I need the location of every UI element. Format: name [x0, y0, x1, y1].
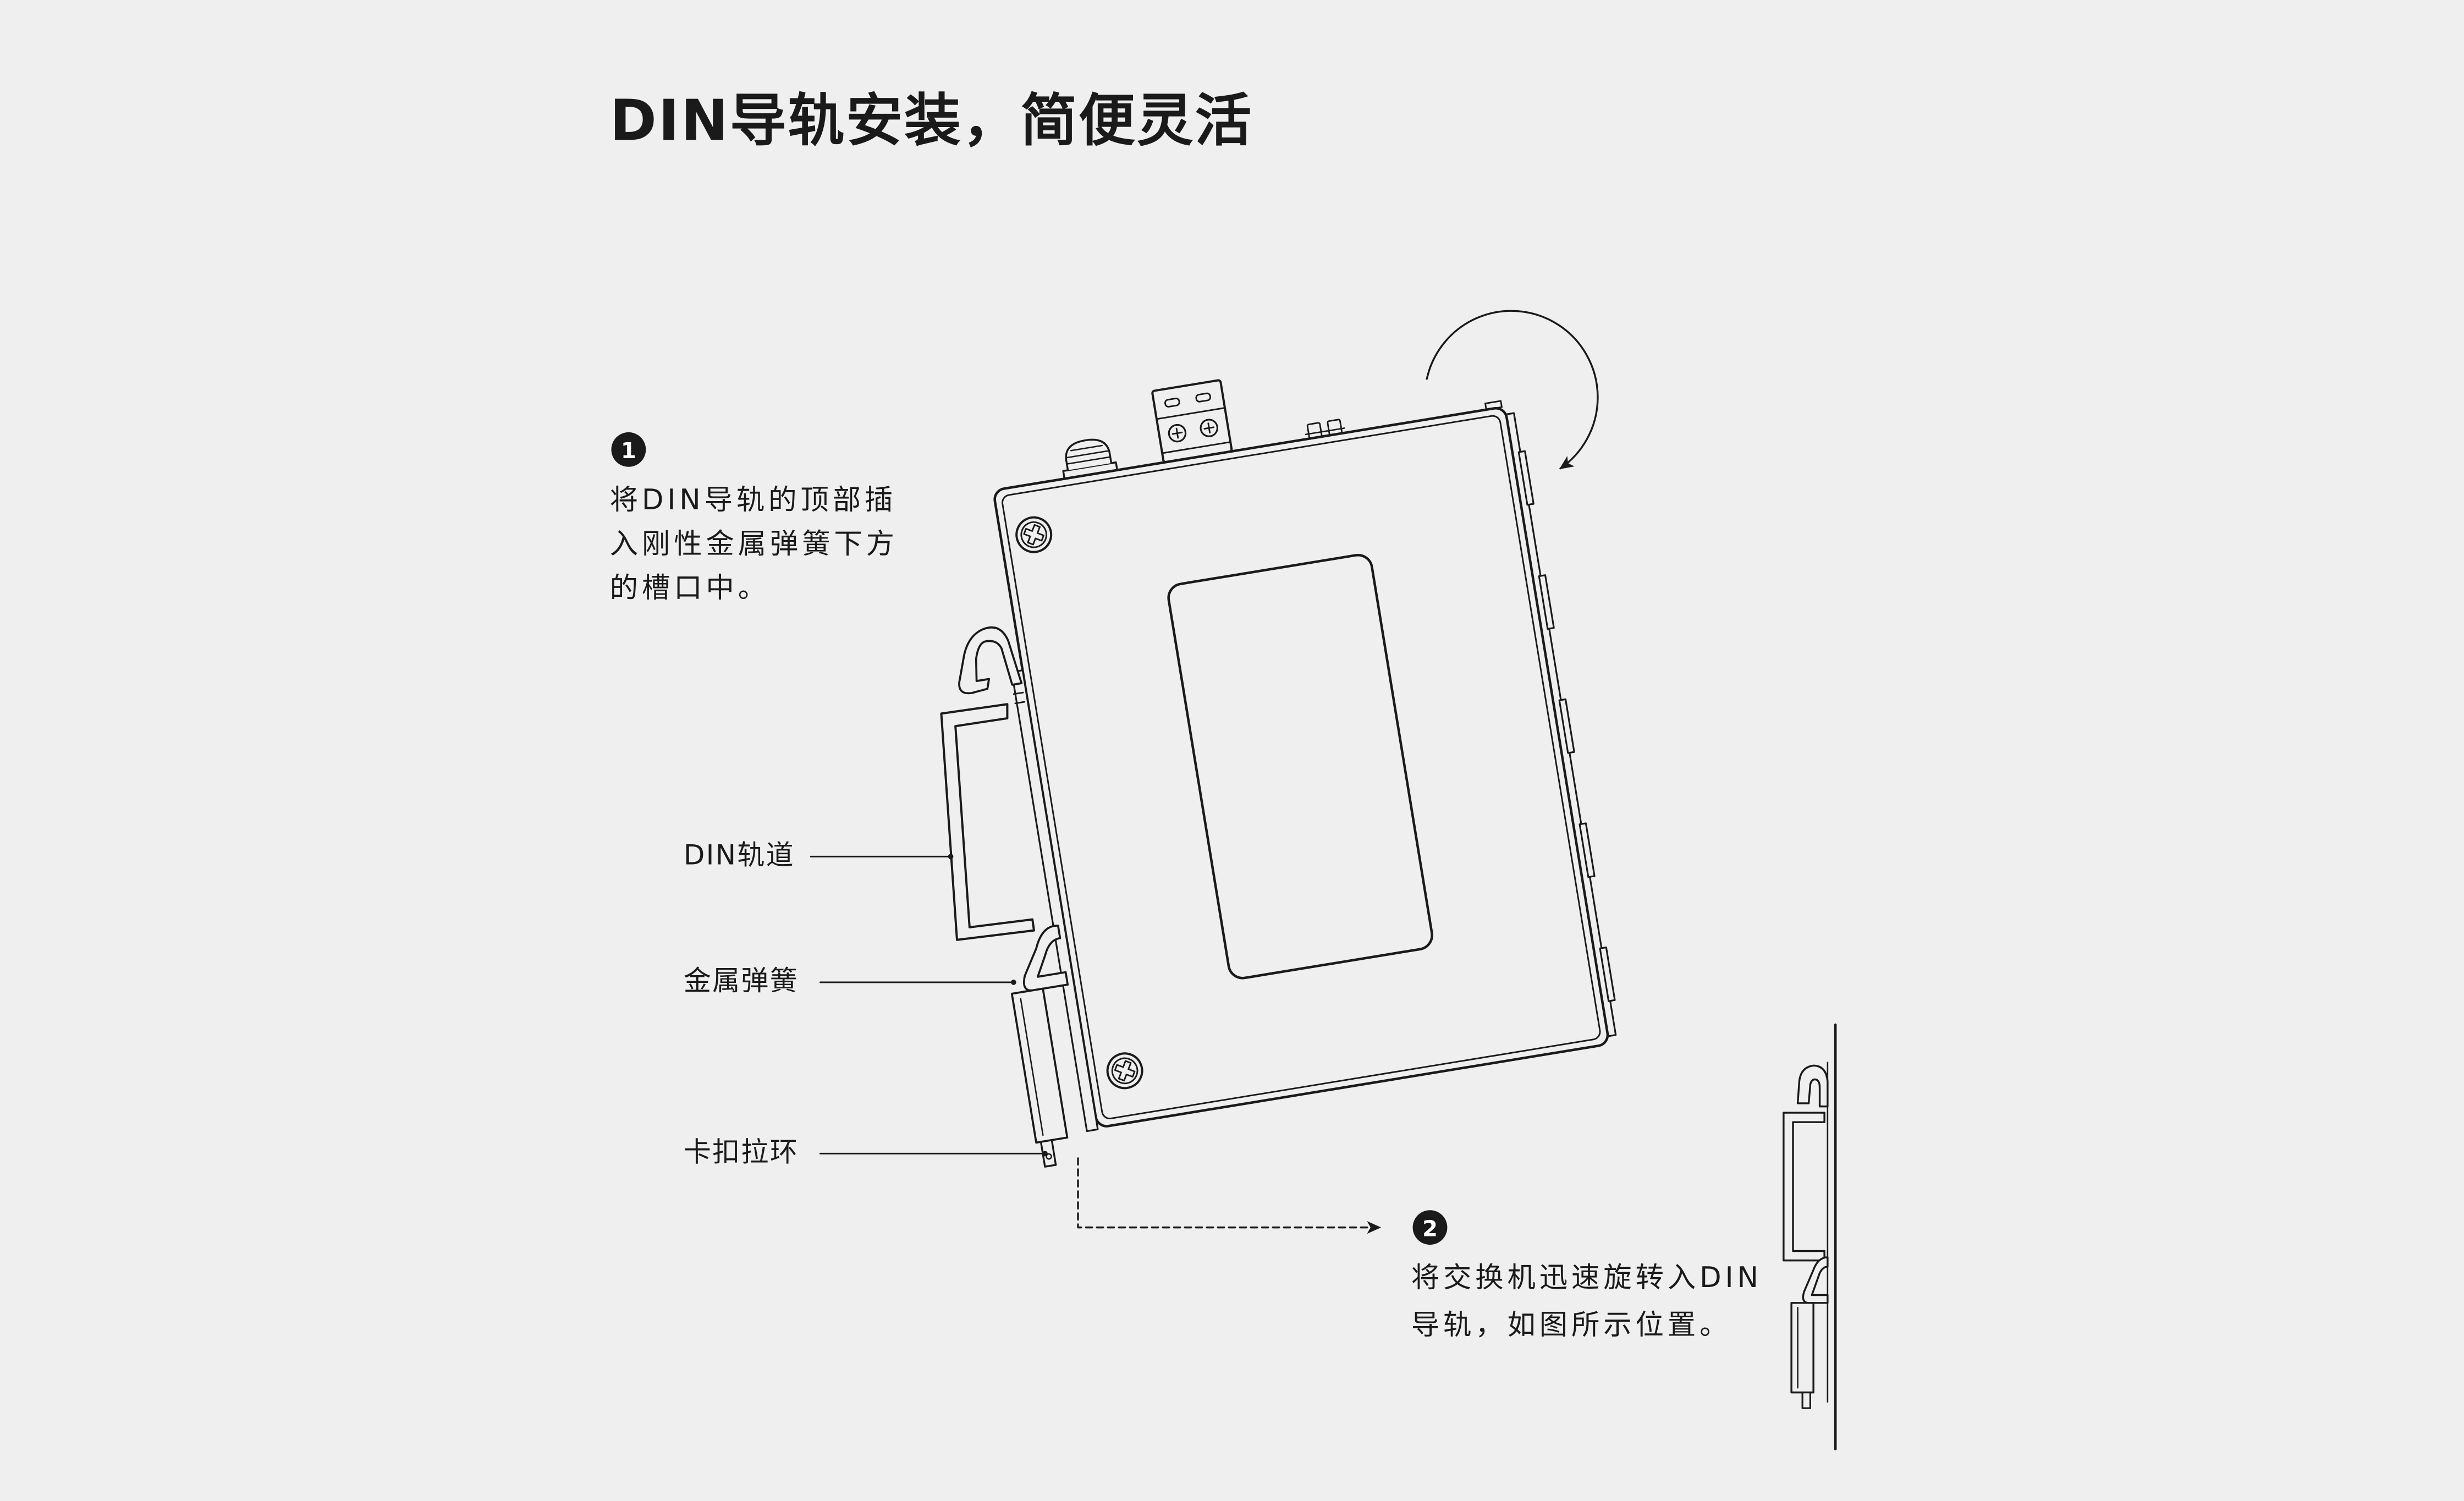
step-1-text-line-2: 入刚性金属弹簧下方 [610, 527, 898, 560]
callout-metal-spring-label: 金属弹簧 [684, 965, 799, 997]
screw-cross-slot [1023, 524, 1044, 546]
screw-rim [1106, 1052, 1143, 1090]
installed-side-view [1783, 1023, 1837, 1450]
terminal-screw-slot [1203, 422, 1215, 434]
dashed-arrow-right-icon [1077, 1157, 1382, 1234]
step-1: 1 将DIN导轨的顶部插 入刚性金属弹簧下方 的槽口中。 [610, 432, 898, 604]
switch-device [958, 379, 1617, 1168]
step-2: 2 将交换机迅速旋转入DIN 导轨，如图所示位置。 [1411, 1210, 1762, 1341]
terminal-slot-1 [1164, 397, 1180, 408]
screw-cross-slot [1114, 1060, 1136, 1082]
display-window [1167, 553, 1433, 980]
terminal-block-body [1151, 379, 1233, 464]
clip-top-hook [958, 626, 1023, 695]
side-view-pull-ring [1801, 1392, 1811, 1409]
screw-rim [1015, 516, 1053, 553]
callout-latch-pull-ring-dot [1042, 1151, 1048, 1157]
step-1-text-line-3: 的槽口中。 [610, 571, 770, 604]
side-view-rail [1783, 1112, 1825, 1262]
screw-icon [1015, 516, 1053, 553]
callout-latch-pull-ring-label: 卡扣拉环 [684, 1136, 799, 1168]
latch-plate-edge [1020, 998, 1044, 1136]
page-title: DIN导轨安装，简便灵活 [610, 89, 1253, 154]
device-body-outline [993, 406, 1609, 1128]
din-clip-assembly [958, 626, 1099, 1168]
step-2-marker-icon [1412, 1210, 1448, 1245]
screw-head [1020, 521, 1047, 548]
callout-din-rail-dot [948, 854, 954, 860]
terminal-screw-head [1200, 419, 1218, 437]
top-port-connectors [1305, 419, 1345, 439]
side-fin [1579, 822, 1596, 878]
callout-latch-pull-ring: 卡扣拉环 [684, 1136, 1048, 1168]
side-fin [1538, 574, 1555, 630]
terminal-slot-2 [1195, 392, 1212, 403]
pull-ring-hole [1046, 1153, 1052, 1160]
step-1-text-line-1: 将DIN导轨的顶部插 [610, 483, 897, 516]
metal-spring [1022, 925, 1069, 992]
terminal-screw-slot [1172, 427, 1183, 439]
side-fin [1517, 450, 1535, 506]
terminal-block-connector [1151, 379, 1233, 464]
terminal-block-dividers [1156, 407, 1231, 454]
step-2-text-line-2: 导轨，如图所示位置。 [1411, 1308, 1732, 1341]
terminal-screw-icon [1200, 419, 1218, 437]
rotate-clockwise-arrow-icon [1426, 310, 1599, 470]
step-1-marker-icon [611, 432, 646, 467]
step-1-number: 1 [621, 438, 636, 464]
knob-threads [1066, 444, 1111, 465]
din-rail-profile [940, 703, 1035, 941]
clip-hook-bridge [1013, 691, 1026, 705]
callout-din-rail-label: DIN轨道 [684, 839, 795, 871]
callout-metal-spring: 金属弹簧 [684, 965, 1016, 997]
screw-head [1111, 1057, 1138, 1085]
step-2-number: 2 [1422, 1217, 1438, 1242]
side-view-top-hook [1796, 1064, 1829, 1108]
side-fin [1558, 698, 1575, 754]
terminal-screw-head [1168, 424, 1187, 443]
ground-screw-knob [1062, 438, 1118, 480]
step-2-text-line-1: 将交换机迅速旋转入DIN [1411, 1261, 1762, 1294]
port-base [1305, 427, 1345, 436]
terminal-screw-icon [1168, 424, 1187, 443]
side-fin [1599, 946, 1616, 1002]
callout-din-rail: DIN轨道 [684, 839, 954, 871]
device-body-inner-edge [1002, 415, 1601, 1120]
screw-icon [1106, 1052, 1143, 1090]
side-view-latch-plate [1790, 1302, 1814, 1394]
callout-metal-spring-dot [1011, 980, 1016, 985]
